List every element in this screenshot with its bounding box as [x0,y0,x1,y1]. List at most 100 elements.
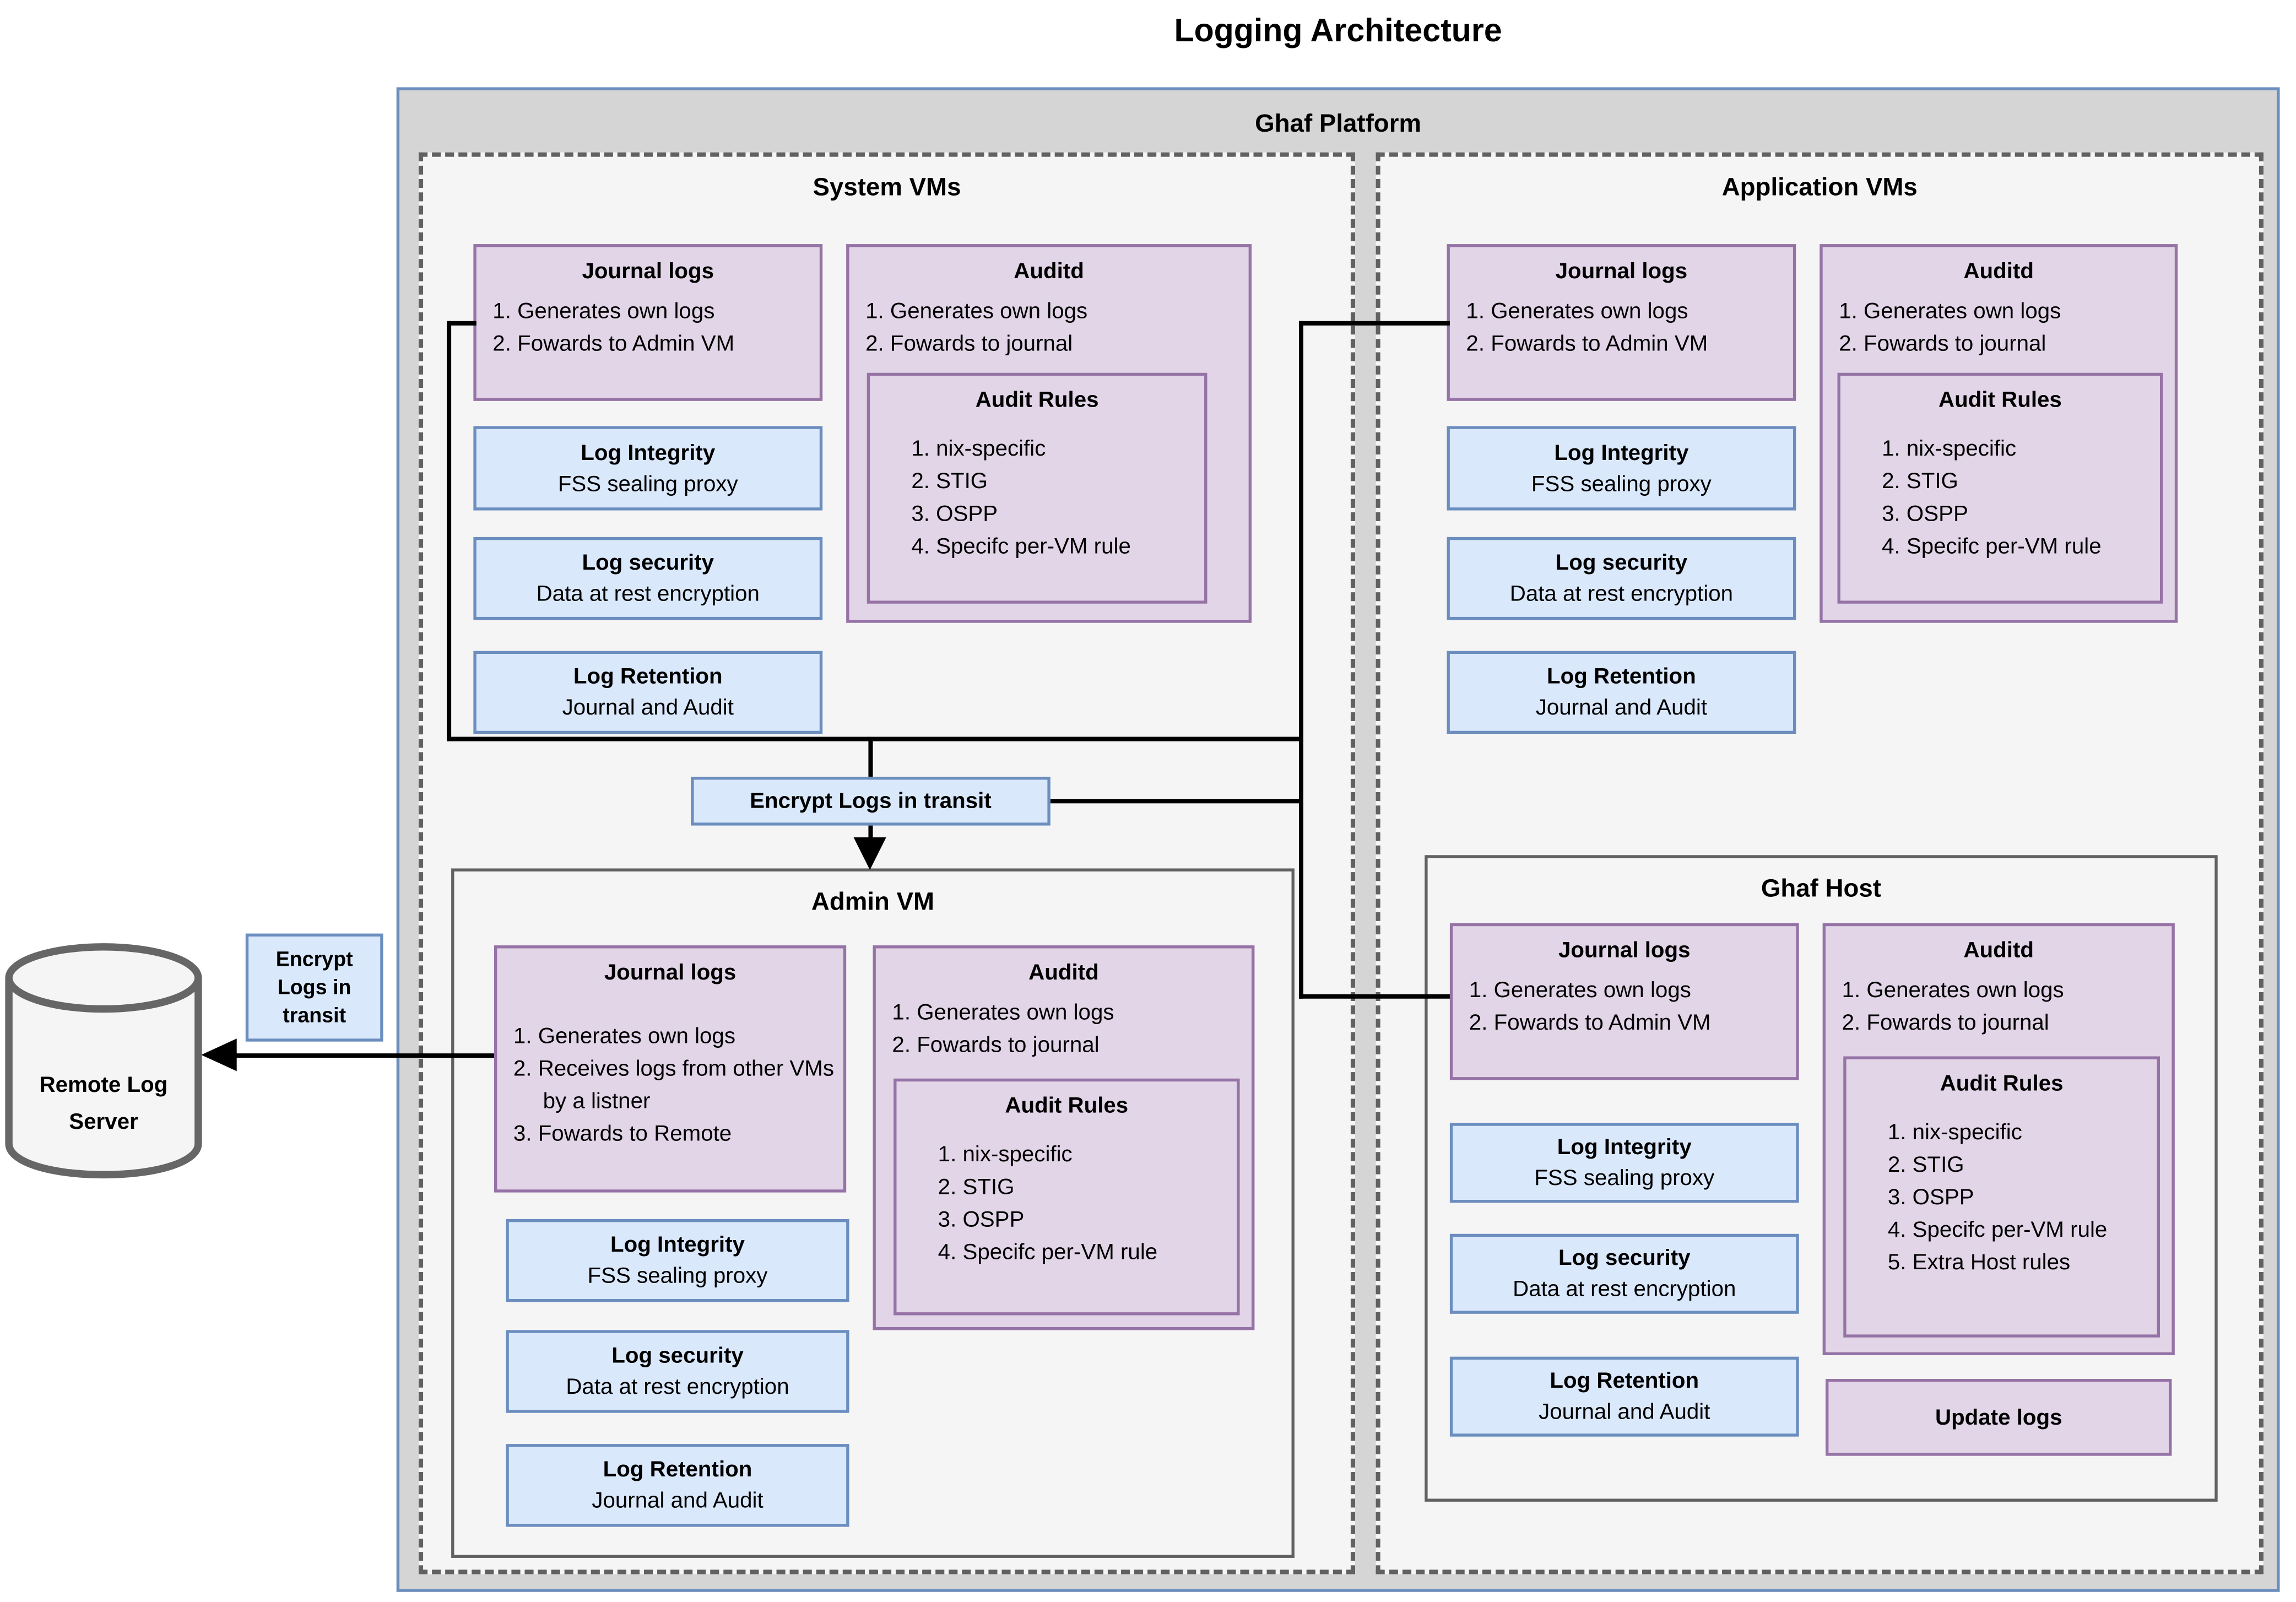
system-vms-section: System VMs Journal logs 1. Generates own… [419,152,1356,1574]
ghaf-host-auditd-box: Auditd 1. Generates own logs 2. Fowards … [1822,923,2175,1356]
list-item: 2. Fowards to journal [1842,1010,2049,1036]
box-subtitle: FSS sealing proxy [1534,1166,1715,1191]
ghaf-host-label: Ghaf Host [1761,874,1882,903]
list-item: 2. Fowards to journal [865,331,1073,357]
list-item: 5. Extra Host rules [1887,1250,2071,1275]
box-title: Encrypt Logs in transit [750,788,992,814]
list-item: 1. Generates own logs [1839,299,2061,324]
list-item: 4. Specifc per-VM rule [911,534,1131,560]
ghaf-host-audit-rules-box: Audit Rules 1. nix-specific 2. STIG 3. O… [1843,1056,2160,1338]
list-item: 2. Fowards to journal [1839,331,2046,357]
box-title: Audit Rules [1005,1093,1129,1119]
box-subtitle: FSS sealing proxy [1531,471,1712,497]
box-title: Auditd [1028,960,1099,986]
list-item: 2. STIG [1882,469,1958,494]
list-item: 1. Generates own logs [865,299,1088,324]
ghaf-host-log-retention-box: Log Retention Journal and Audit [1449,1356,1799,1437]
application-vms-log-integrity-box: Log Integrity FSS sealing proxy [1447,426,1796,511]
box-title: Audit Rules [1940,1071,2064,1097]
list-item: 3. OSPP [1882,501,1968,527]
box-title: Journal logs [1555,258,1688,284]
admin-vm-journal-logs-box: Journal logs 1. Generates own logs 2. Re… [494,945,847,1193]
box-title: Log Integrity [1557,1134,1692,1160]
arrowhead-to-remote-server [201,1038,237,1071]
system-vms-journal-logs-box: Journal logs 1. Generates own logs 2. Fo… [473,244,823,401]
box-title: Journal logs [604,960,737,986]
database-cylinder-icon [5,943,202,1179]
box-subtitle: Journal and Audit [562,695,734,721]
list-item: 4. Specifc per-VM rule [1882,534,2102,560]
list-item: 3. Fowards to Remote [513,1121,732,1147]
box-title: Log Retention [1547,664,1696,690]
list-item: 2. STIG [911,469,988,494]
box-title: Log Retention [1550,1368,1699,1394]
list-item: 1. nix-specific [1887,1119,2022,1145]
box-title: Journal logs [582,258,714,284]
box-subtitle: FSS sealing proxy [557,471,738,497]
box-title: Auditd [1014,258,1084,284]
system-vms-log-retention-box: Log Retention Journal and Audit [473,651,823,734]
box-title: Audit Rules [1938,387,2062,413]
box-title: Update logs [1935,1404,2062,1430]
list-item: 2. Fowards to Admin VM [492,331,735,357]
box-title: Log Retention [603,1457,752,1482]
system-vms-auditd-box: Auditd 1. Generates own logs 2. Fowards … [846,244,1252,623]
list-item: 2. STIG [938,1175,1015,1200]
list-item: 1. Generates own logs [1842,978,2064,1003]
ghaf-host-log-security-box: Log security Data at rest encryption [1449,1233,1799,1314]
box-subtitle: Data at rest encryption [1509,581,1734,607]
ghaf-host-journal-logs-box: Journal logs 1. Generates own logs 2. Fo… [1449,923,1799,1080]
connector-appvm-journal-stub [1298,320,1449,325]
box-title: Log security [1558,1246,1691,1271]
box-title: Auditd [1963,938,2034,964]
box-title: Log security [1555,550,1688,576]
connector-sysvm-vertical [446,320,451,741]
connector-ghafhost-journal-stub [1298,993,1449,998]
list-item: 3. OSPP [938,1207,1025,1233]
remote-log-server: Remote Log Server [4,943,203,1179]
box-title: Log Integrity [1554,440,1689,466]
list-item: 1. nix-specific [911,436,1046,462]
box-title: Log Integrity [610,1232,745,1258]
box-subtitle: Data at rest encryption [1513,1276,1736,1302]
box-title: Encrypt Logs in transit [275,946,353,1027]
admin-vm-audit-rules-box: Audit Rules 1. nix-specific 2. STIG 3. O… [894,1078,1240,1316]
list-item: 1. Generates own logs [892,1000,1114,1026]
box-title: Audit Rules [975,387,1099,413]
list-item: 2. Fowards to Admin VM [1466,331,1708,357]
ghaf-host-update-logs-box: Update logs [1826,1378,2172,1456]
connector-trunk-vertical [1298,320,1303,998]
box-subtitle: Data at rest encryption [566,1374,789,1400]
box-title: Journal logs [1558,938,1691,964]
box-title: Log security [582,550,714,576]
ghaf-host-log-integrity-box: Log Integrity FSS sealing proxy [1449,1123,1799,1203]
list-item: 2. Fowards to Admin VM [1469,1010,1711,1036]
system-vms-log-integrity-box: Log Integrity FSS sealing proxy [473,426,823,511]
page-title: Logging Architecture [1174,12,1502,49]
arrowhead-to-admin-vm [853,837,886,870]
list-item: 2. Receives logs from other VMs by a lis… [513,1056,835,1114]
system-vms-log-security-box: Log security Data at rest encryption [473,537,823,620]
list-item: 1. Generates own logs [513,1024,735,1049]
box-title: Log Integrity [581,440,716,466]
connector-encrypt-to-admin [868,822,873,841]
list-item: 3. OSPP [1887,1185,1974,1210]
list-item: 4. Specifc per-VM rule [1887,1217,2108,1243]
ghaf-platform-label: Ghaf Platform [1255,109,1422,138]
admin-vm-log-retention-box: Log Retention Journal and Audit [506,1444,849,1527]
remote-log-server-label: Remote Log Server [39,1073,168,1135]
box-title: Auditd [1963,258,2034,284]
box-title: Log security [611,1343,744,1369]
connector-encrypt-right [1050,798,1302,803]
system-vms-label: System VMs [813,173,961,202]
connector-admin-to-remote [234,1052,494,1057]
box-subtitle: Data at rest encryption [536,581,760,607]
box-subtitle: Journal and Audit [1539,1399,1710,1425]
list-item: 1. nix-specific [938,1142,1073,1167]
application-vms-journal-logs-box: Journal logs 1. Generates own logs 2. Fo… [1447,244,1796,401]
connector-sysvm-journal-stub [448,320,476,325]
encrypt-logs-in-transit-left-box: Encrypt Logs in transit [245,933,383,1042]
encrypt-logs-in-transit-center-box: Encrypt Logs in transit [691,776,1050,826]
